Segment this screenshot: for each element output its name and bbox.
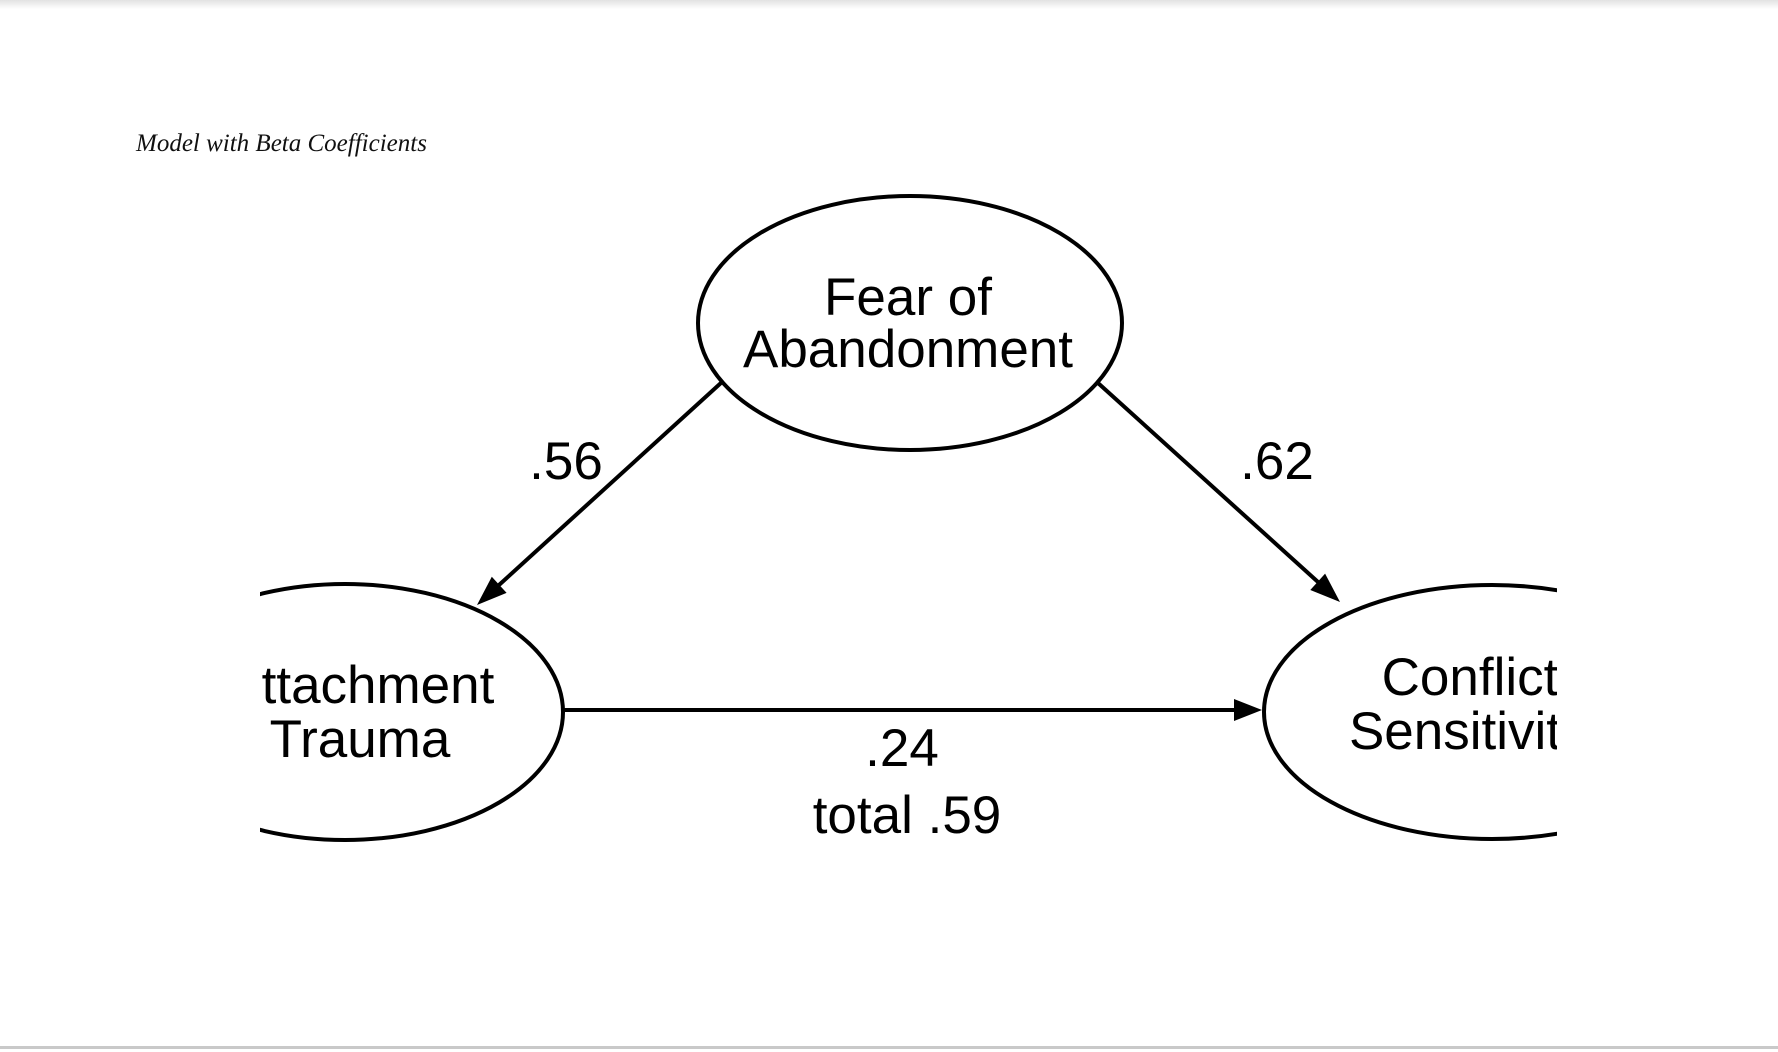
edge-fear-to-trauma <box>477 380 724 605</box>
coefficient-label-trauma-conflict-total: total .59 <box>813 786 1002 845</box>
coefficient-label-trauma-conflict-direct: .24 <box>865 719 939 778</box>
path-diagram-canvas: Fear of Abandonment ttachment Trauma Con… <box>260 194 1557 845</box>
edge-fear-to-conflict-line <box>1096 381 1320 584</box>
edge-fear-to-trauma-line <box>497 380 724 587</box>
node-conflict-sensitivity-label-line1: Conflict <box>1382 648 1557 707</box>
page-top-edge <box>0 0 1778 9</box>
node-attachment-trauma-label-line1: ttachment <box>262 656 495 715</box>
node-conflict-sensitivity: Conflict Sensitivit <box>1262 583 1557 841</box>
arrowhead-icon <box>477 576 507 605</box>
edge-fear-to-conflict <box>1096 381 1340 602</box>
node-fear-of-abandonment-label-line2: Abandonment <box>743 320 1073 379</box>
node-attachment-trauma-ellipse <box>260 582 565 842</box>
figure-title: Model with Beta Coefficients <box>136 130 427 157</box>
coefficient-label-fear-trauma: .56 <box>529 432 603 491</box>
node-conflict-sensitivity-ellipse <box>1262 583 1557 841</box>
edge-trauma-to-conflict <box>563 699 1262 721</box>
node-fear-of-abandonment-label-line1: Fear of <box>824 268 992 327</box>
node-fear-of-abandonment-ellipse <box>696 194 1124 452</box>
node-conflict-sensitivity-label-line2: Sensitivit <box>1349 702 1557 761</box>
page-bottom-edge <box>0 1046 1778 1049</box>
coefficient-label-fear-conflict: .62 <box>1240 432 1314 491</box>
node-attachment-trauma: ttachment Trauma <box>260 582 565 842</box>
path-diagram-figure: Fear of Abandonment ttachment Trauma Con… <box>260 180 1557 880</box>
node-fear-of-abandonment: Fear of Abandonment <box>696 194 1124 452</box>
arrowhead-icon <box>1234 699 1262 721</box>
arrowhead-icon <box>1310 573 1340 602</box>
node-attachment-trauma-label-line2: Trauma <box>270 710 451 769</box>
